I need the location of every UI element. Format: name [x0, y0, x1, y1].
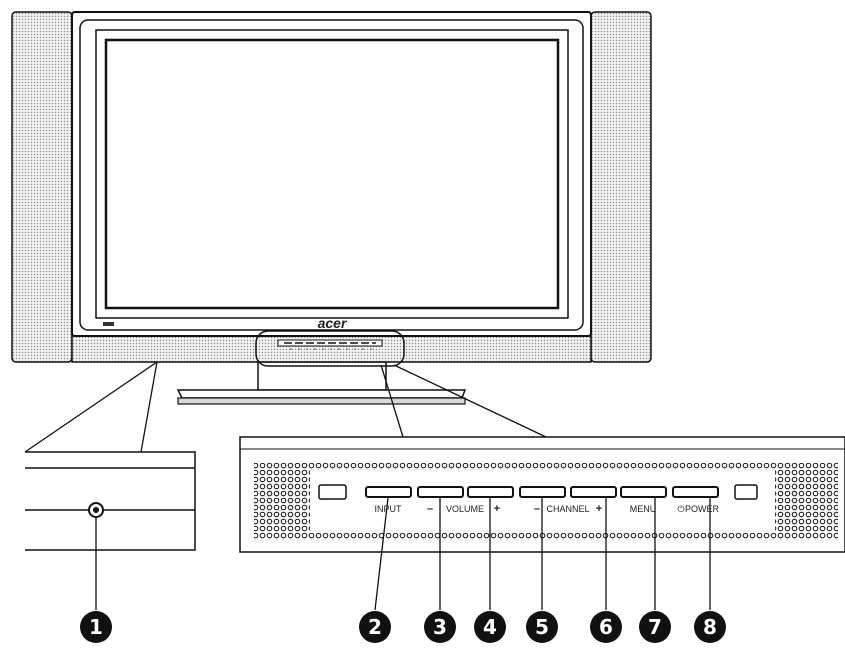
svg-text:1: 1 — [89, 615, 103, 639]
svg-text:2: 2 — [368, 615, 382, 639]
callout-4: 4 — [474, 611, 506, 643]
grille-bottom-row — [254, 533, 838, 540]
callout-2: 2 — [359, 611, 391, 643]
grille-left-block — [254, 470, 310, 533]
volume-up-button[interactable] — [467, 486, 514, 498]
menu-button[interactable] — [620, 486, 667, 498]
volume-down-button[interactable] — [417, 486, 464, 498]
channel-minus-sign: – — [534, 503, 540, 515]
menu-label: MENU — [630, 504, 657, 514]
callout-8: 8 — [694, 611, 726, 643]
callout-3: 3 — [424, 611, 456, 643]
volume-plus-sign: + — [494, 503, 500, 515]
tv-stand — [176, 361, 467, 405]
svg-text:3: 3 — [433, 615, 447, 639]
left-speaker — [11, 11, 73, 363]
callout-5: 5 — [526, 611, 558, 643]
tv-overview: acer — [11, 11, 652, 405]
power-indicator-window — [734, 484, 758, 500]
callout-6: 6 — [590, 611, 622, 643]
callout-1: 1 — [80, 611, 112, 643]
callout-pointers — [95, 497, 711, 611]
channel-up-button[interactable] — [570, 486, 617, 498]
channel-down-button[interactable] — [519, 486, 566, 498]
power-symbol-icon: ⏻ — [677, 504, 684, 514]
brand-logo: acer — [318, 315, 348, 331]
svg-text:8: 8 — [703, 615, 717, 639]
standard-logo-mark — [103, 322, 114, 326]
channel-label: CHANNEL — [546, 504, 589, 514]
svg-text:7: 7 — [648, 615, 662, 639]
power-label: POWER — [685, 504, 720, 514]
headphone-jack-detail — [25, 451, 196, 551]
leader-lines — [24, 361, 547, 453]
control-panel-detail: INPUT – VOLUME + – CHANNEL + MENU ⏻ POWE… — [239, 436, 845, 553]
tv-screen — [104, 38, 560, 310]
callout-7: 7 — [639, 611, 671, 643]
grille-right-block — [775, 470, 838, 533]
input-label: INPUT — [375, 504, 403, 514]
svg-text:6: 6 — [599, 615, 613, 639]
svg-text:4: 4 — [483, 615, 497, 639]
grille-top-row — [254, 463, 838, 470]
control-panel-highlight — [255, 330, 405, 367]
svg-text:5: 5 — [535, 615, 549, 639]
callout-badges: 1 2 3 4 5 6 7 8 — [80, 611, 726, 643]
channel-plus-sign: + — [596, 503, 602, 515]
remote-sensor-window — [318, 484, 347, 500]
right-speaker — [590, 11, 652, 363]
volume-minus-sign: – — [427, 503, 433, 515]
power-button[interactable] — [672, 486, 719, 498]
input-button[interactable] — [365, 486, 412, 498]
volume-label: VOLUME — [446, 504, 484, 514]
